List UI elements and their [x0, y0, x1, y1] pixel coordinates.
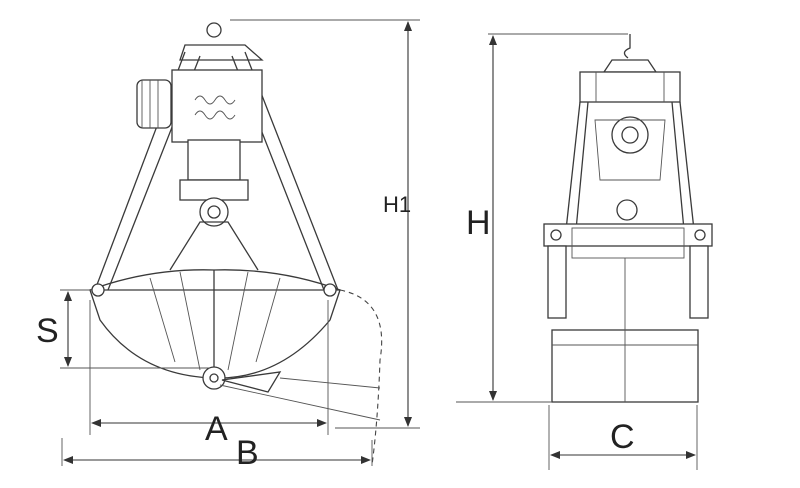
s-label: S	[36, 312, 59, 350]
gearbox	[171, 69, 263, 143]
spring-coil	[194, 95, 236, 105]
upper-pivot	[199, 197, 229, 227]
side-head-block	[579, 71, 681, 103]
lower-pivot	[202, 366, 226, 390]
jaw-tip	[221, 371, 282, 393]
bucket-shells	[89, 289, 341, 379]
h1-label: H1	[383, 192, 411, 217]
center-column	[169, 221, 259, 271]
drum-housing	[187, 139, 241, 181]
top-frame	[179, 44, 264, 61]
side-mid-pivot	[616, 199, 638, 221]
side-pulley	[611, 116, 649, 154]
h-label: H	[466, 204, 491, 242]
right-hinge	[323, 283, 337, 297]
side-view	[456, 33, 713, 470]
front-view	[60, 19, 420, 466]
b-label: B	[236, 434, 259, 472]
side-cross-beam	[543, 223, 713, 247]
side-hook	[623, 34, 631, 59]
motor	[136, 79, 172, 129]
open-jaw-outline	[339, 289, 383, 466]
c-label: C	[610, 418, 635, 456]
left-hinge	[91, 283, 105, 297]
hook-eye	[206, 22, 222, 38]
a-label: A	[205, 410, 228, 448]
